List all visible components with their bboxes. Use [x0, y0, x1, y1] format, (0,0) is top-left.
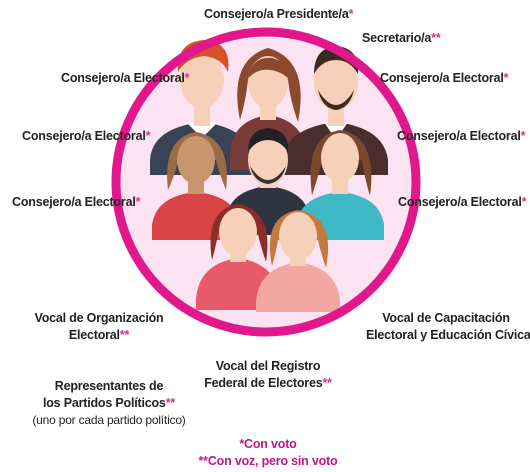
label-consejero-left-3: Consejero/a Electoral* [12, 195, 141, 209]
representantes-note: (uno por cada partido político) [32, 413, 186, 427]
member-figure-8 [256, 210, 340, 312]
member-figure-7 [196, 204, 280, 310]
label-vocal-registro: Vocal del Registro Federal de Electores*… [204, 359, 332, 390]
label-consejero-right-3: Consejero/a Electoral* [398, 195, 527, 209]
label-vocal-organizacion: Vocal de Organización Electoral** [34, 311, 164, 342]
label-representantes: Representantes de los Partidos Políticos… [26, 378, 192, 429]
label-consejero-left-2: Consejero/a Electoral* [22, 129, 151, 143]
label-consejero-right-1: Consejero/a Electoral* [380, 71, 509, 85]
legend-con-voto: *Con voto [239, 437, 297, 451]
label-vocal-capacitacion: Vocal de Capacitación Electoral y Educac… [366, 311, 530, 342]
ring-border [111, 27, 421, 337]
legend-con-voz: **Con voz, pero sin voto [198, 454, 338, 468]
label-consejero-right-2: Consejero/a Electoral* [397, 129, 526, 143]
label-presidente: Consejero/a Presidente/a* [204, 7, 354, 21]
label-secretario: Secretario/a** [362, 31, 441, 45]
label-consejero-left-1: Consejero/a Electoral* [61, 71, 190, 85]
